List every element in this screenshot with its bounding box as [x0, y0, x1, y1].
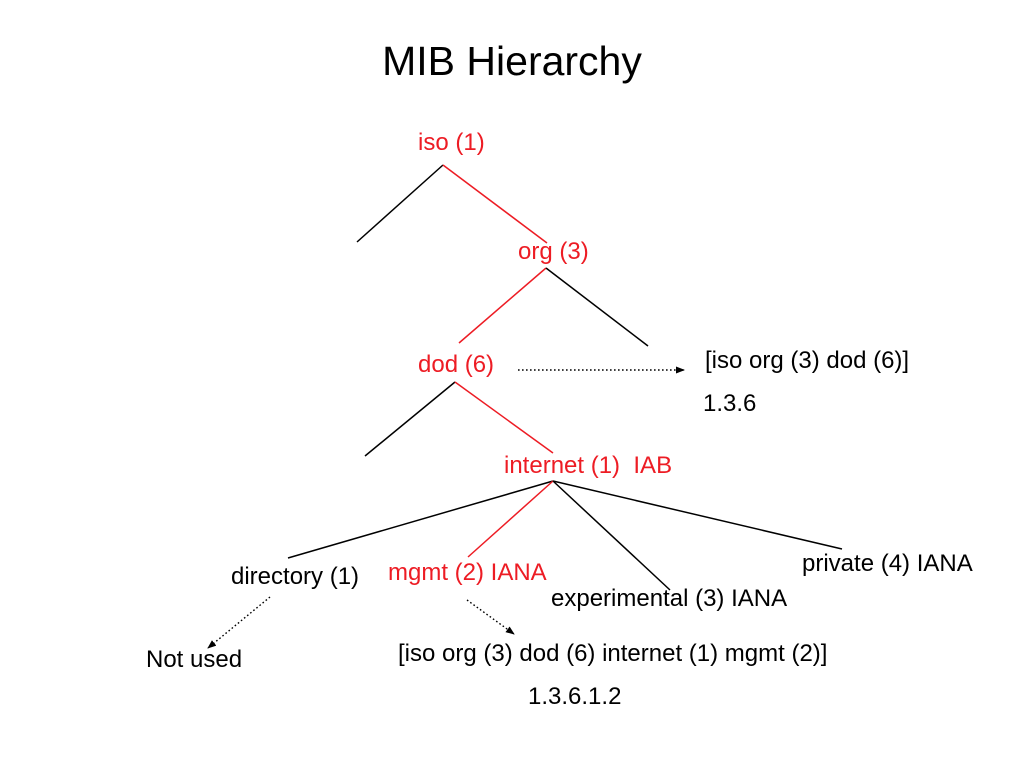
edge-internet-to-mgmt — [467, 480, 554, 558]
edge-org-unused-right — [545, 267, 649, 347]
node-mgmt-label: mgmt (2) IANA — [388, 559, 547, 586]
edge-org-to-dod — [458, 267, 547, 344]
annotation-mgmt-oid-text: [iso org (3) dod (6) internet (1) mgmt (… — [398, 640, 828, 667]
arrow-mgmt-to-oid — [466, 599, 515, 635]
arrow-directory-to-note — [207, 596, 271, 649]
edge-iso-to-org — [442, 164, 548, 244]
node-iso-label: iso (1) — [418, 129, 485, 156]
edge-internet-to-private — [552, 480, 843, 550]
annotation-dod-oid-text: [iso org (3) dod (6)] — [705, 347, 910, 374]
node-private-label: private (4) IANA — [802, 550, 973, 577]
edge-internet-to-experimental — [552, 480, 671, 591]
node-org-label: org (3) — [518, 238, 589, 265]
edge-iso-unused-left — [356, 164, 444, 243]
annotation-dod-oid-value: 1.3.6 — [703, 390, 757, 417]
slide-title: MIB Hierarchy — [382, 38, 642, 84]
edge-dod-unused-left — [364, 381, 456, 457]
edge-internet-to-directory — [287, 480, 554, 559]
node-dod-label: dod (6) — [418, 351, 495, 378]
edge-dod-to-internet — [454, 381, 554, 454]
annotation-mgmt-oid-value: 1.3.6.1.2 — [528, 683, 622, 710]
node-directory-label: directory (1) — [231, 563, 360, 590]
annotation-directory-note: Not used — [146, 646, 243, 673]
node-internet-label: internet (1) IAB — [504, 452, 673, 479]
node-experimental-label: experimental (3) IANA — [551, 585, 788, 612]
